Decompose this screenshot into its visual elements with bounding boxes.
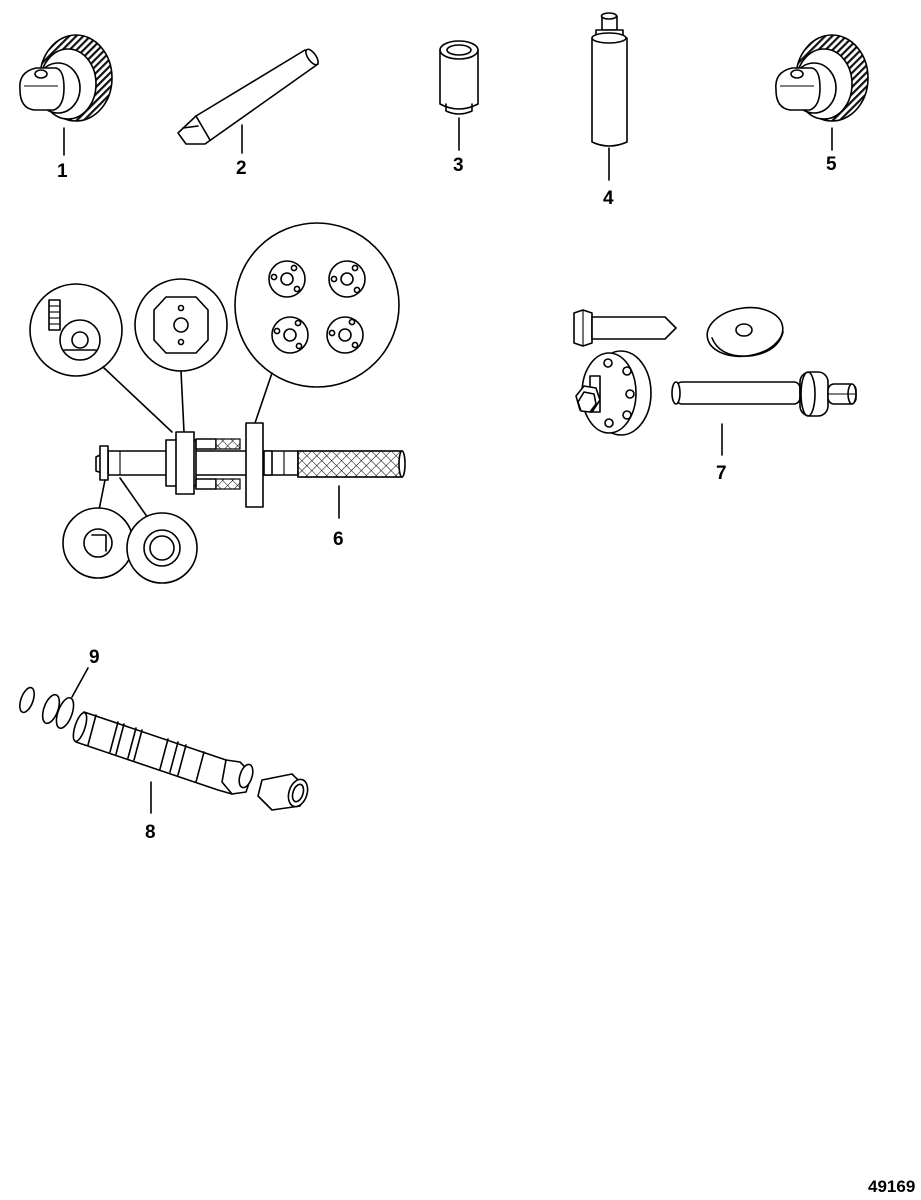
part-8-threaded-shaft-icon — [72, 711, 309, 811]
callout-3: 3 — [453, 155, 464, 176]
callout-1: 1 — [57, 161, 68, 182]
part-9-o-ring-icon — [19, 686, 75, 730]
callout-6: 6 — [333, 529, 344, 550]
callout-7: 7 — [716, 463, 727, 484]
part-1-knurled-knob-icon — [18, 34, 113, 122]
callout-5: 5 — [826, 154, 837, 175]
callout-8: 8 — [145, 822, 156, 843]
figure-number: 49169 — [868, 1177, 915, 1196]
callout-9: 9 — [89, 647, 100, 668]
callout-2: 2 — [236, 158, 247, 179]
part-4-stepped-pin-icon — [591, 12, 628, 147]
leader-line-9 — [71, 667, 89, 698]
callout-4: 4 — [603, 188, 614, 209]
part-7-bolt-washer-plate-icon — [573, 306, 857, 436]
part-2-pointed-pin-icon — [177, 48, 319, 145]
part-3-bushing-sleeve-icon — [439, 40, 479, 115]
part-6-puller-shaft-icon — [29, 222, 406, 584]
part-5-knurled-knob-icon — [774, 34, 869, 122]
